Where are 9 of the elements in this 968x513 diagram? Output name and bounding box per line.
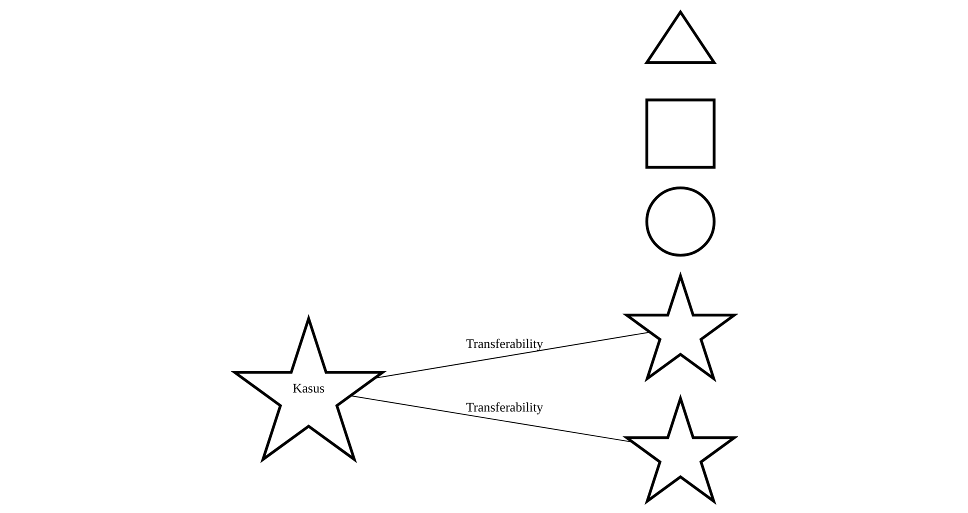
edge-label: Transferability [465, 400, 543, 415]
connector [374, 332, 650, 379]
node-box [644, 98, 716, 169]
node-burst [622, 394, 738, 505]
edge-label: Transferability [465, 336, 543, 352]
node-burst [622, 271, 738, 382]
node-triangle [644, 10, 716, 64]
node-circle [644, 186, 716, 257]
connector [350, 395, 632, 443]
